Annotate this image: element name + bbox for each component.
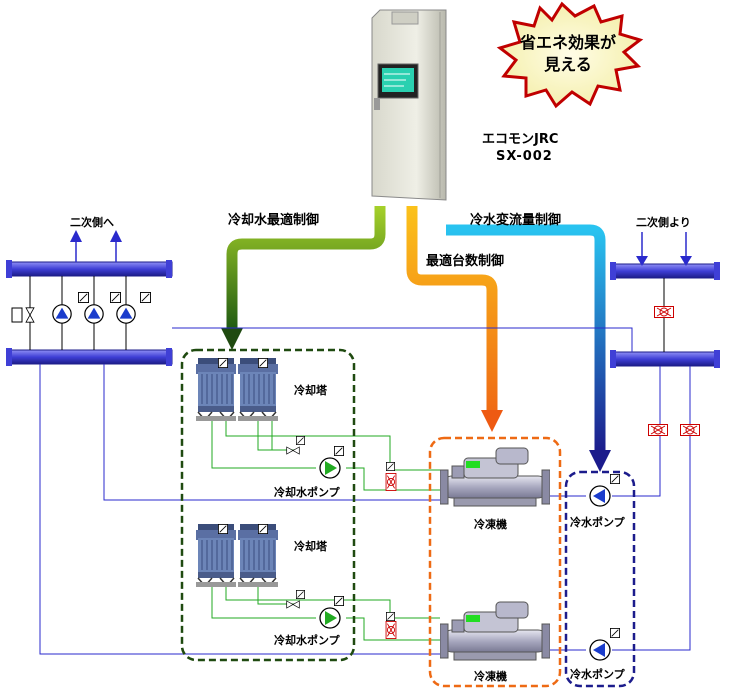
cooling-tower-icon <box>195 524 237 588</box>
cooling-tower-icon <box>195 358 237 422</box>
motor-icon <box>296 590 305 599</box>
chilled-water-control-arrow <box>446 224 606 452</box>
chilled-water-control-label: 冷水変流量制御 <box>470 213 562 228</box>
callout-burst <box>496 1 644 109</box>
unit-count-control-arrow <box>406 206 498 412</box>
chilled-water-pump-icon <box>589 485 611 507</box>
motor-icon <box>218 524 228 534</box>
chiller-label-1: 冷凍機 <box>474 518 507 531</box>
primary-return-header <box>610 350 720 368</box>
cooling-tower-label-1: 冷却塔 <box>294 384 327 397</box>
to-secondary-label: 二次側へ <box>70 216 114 229</box>
chilled-water-pump-icon <box>589 639 611 661</box>
cooling-water-control-label: 冷却水最適制御 <box>228 213 320 228</box>
motor-icon <box>386 612 395 621</box>
callout-text: 省エネ効果が 見える <box>508 32 628 76</box>
cooling-water-pump-label-2: 冷却水ポンプ <box>274 634 340 647</box>
motor-icon <box>610 628 620 638</box>
unit-count-control-label: 最適台数制御 <box>426 254 505 269</box>
chiller-icon <box>440 447 550 507</box>
cooling-tower-label-2: 冷却塔 <box>294 540 327 553</box>
valve-icon <box>286 600 300 609</box>
chilled-water-pump-label-1: 冷水ポンプ <box>570 516 625 529</box>
device-model: SX-002 <box>496 149 553 164</box>
motor-icon <box>78 292 89 303</box>
motor-icon <box>386 462 395 471</box>
flow-valve-icon <box>385 473 397 491</box>
supply-header <box>6 260 173 278</box>
chiller-group-box <box>428 436 562 688</box>
secondary-pump-icon <box>84 304 104 324</box>
motor-icon <box>110 292 121 303</box>
cooling-water-pump-icon <box>319 457 341 479</box>
device-name: エコモンJRC <box>482 132 559 147</box>
motor-icon <box>334 446 344 456</box>
flow-valve-icon <box>385 621 397 639</box>
bypass-valve-icon <box>25 307 35 323</box>
cooling-water-control-arrow <box>226 206 386 330</box>
chiller-icon <box>440 601 550 661</box>
flow-valve-icon <box>680 424 700 436</box>
secondary-pump-icon <box>116 304 136 324</box>
motor-icon <box>258 358 268 368</box>
callout-line-1: 省エネ効果が <box>519 33 616 52</box>
callout-line-2: 見える <box>544 55 592 74</box>
cooling-water-pump-label-1: 冷却水ポンプ <box>274 486 340 499</box>
motor-icon <box>218 358 228 368</box>
motor-icon <box>610 474 620 484</box>
motor-icon <box>334 596 344 606</box>
flow-valve-icon <box>648 424 668 436</box>
chilled-water-pump-group-box <box>564 470 636 688</box>
chilled-water-pump-label-2: 冷水ポンプ <box>570 668 625 681</box>
control-cabinet <box>371 9 447 201</box>
valve-icon <box>286 446 300 455</box>
motor-icon <box>258 524 268 534</box>
from-secondary-label: 二次側より <box>636 216 691 229</box>
cooling-water-group-box <box>180 348 356 662</box>
motor-icon <box>296 436 305 445</box>
flow-valve-icon <box>654 306 674 318</box>
cooling-water-pump-icon <box>319 607 341 629</box>
motor-icon <box>140 292 151 303</box>
secondary-pump-icon <box>52 304 72 324</box>
chiller-label-2: 冷凍機 <box>474 670 507 683</box>
secondary-return-header <box>610 262 720 280</box>
return-header <box>6 348 173 366</box>
cooling-water-lines-1 <box>211 418 440 491</box>
